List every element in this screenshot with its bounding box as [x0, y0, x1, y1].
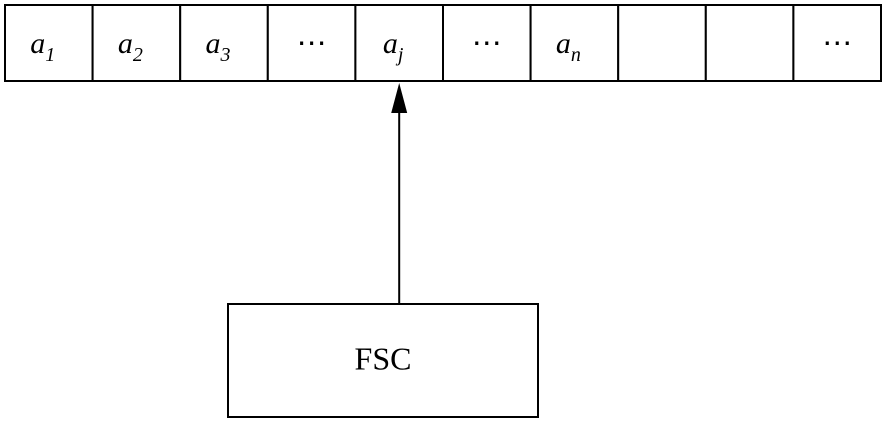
tape-cell-border: [704, 4, 795, 82]
tape-cell: an: [529, 4, 620, 82]
tape-cell-border: [266, 4, 357, 82]
tape-cell: ⋯: [266, 4, 357, 82]
tape-cell-border: [4, 4, 94, 82]
tape-cell: ⋯: [792, 4, 883, 82]
symbol-subscript: 3: [220, 44, 231, 66]
tape-cell-symbol: ⋯: [822, 27, 852, 60]
symbol-subscript: 2: [133, 44, 143, 66]
tape-cell-symbol: a3: [206, 27, 231, 66]
tape-cell-symbol: ⋯: [472, 27, 502, 60]
tape-cell-symbol: ⋯: [297, 27, 327, 60]
symbol-base: a: [206, 27, 221, 60]
tape-cell-border: [792, 4, 883, 82]
symbol-base: ⋯: [297, 27, 327, 60]
tape-cell: [617, 4, 707, 82]
tape-cell: aj: [354, 4, 444, 82]
tape-cell-symbol: a1: [30, 27, 55, 66]
tape-cell: a1: [4, 4, 94, 82]
symbol-base: ⋯: [822, 27, 852, 60]
finite-state-control: FSC: [227, 303, 539, 418]
symbol-subscript: j: [395, 44, 404, 66]
symbol-base: a: [556, 27, 571, 60]
symbol-subscript: 1: [45, 44, 55, 66]
tape-cell-symbol: a2: [118, 27, 143, 66]
arrow-head-icon: [391, 83, 408, 113]
tape-cell-symbol: aj: [383, 27, 404, 66]
tape-cell-border: [354, 4, 444, 82]
tape-cell-border: [91, 4, 182, 82]
tape-cell: ⋯: [442, 4, 532, 82]
tape-cell: [704, 4, 795, 82]
symbol-base: a: [383, 27, 398, 60]
tape-cell-border: [529, 4, 620, 82]
tape-cell-border: [442, 4, 532, 82]
tape-cell-symbol: an: [556, 27, 581, 66]
symbol-base: ⋯: [472, 27, 502, 60]
tape-cell: a2: [91, 4, 182, 82]
read-head-arrow: [391, 83, 408, 304]
tape-cell-border: [617, 4, 707, 82]
symbol-base: a: [30, 27, 45, 60]
symbol-base: a: [118, 27, 133, 60]
tape-cell: a3: [179, 4, 269, 82]
symbol-subscript: n: [571, 44, 581, 66]
control-box: [227, 303, 539, 418]
control-label: FSC: [355, 340, 412, 376]
tape-cell-border: [179, 4, 269, 82]
